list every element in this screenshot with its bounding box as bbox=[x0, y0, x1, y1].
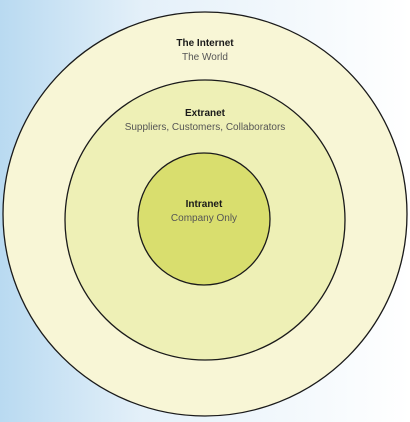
internet-subtitle: The World bbox=[182, 52, 228, 63]
extranet-title: Extranet bbox=[185, 108, 226, 119]
intranet-title: Intranet bbox=[186, 199, 223, 210]
extranet-subtitle: Suppliers, Customers, Collaborators bbox=[125, 122, 286, 133]
internet-title: The Internet bbox=[176, 38, 234, 49]
intranet-circle bbox=[137, 152, 271, 286]
intranet-subtitle: Company Only bbox=[171, 213, 237, 224]
